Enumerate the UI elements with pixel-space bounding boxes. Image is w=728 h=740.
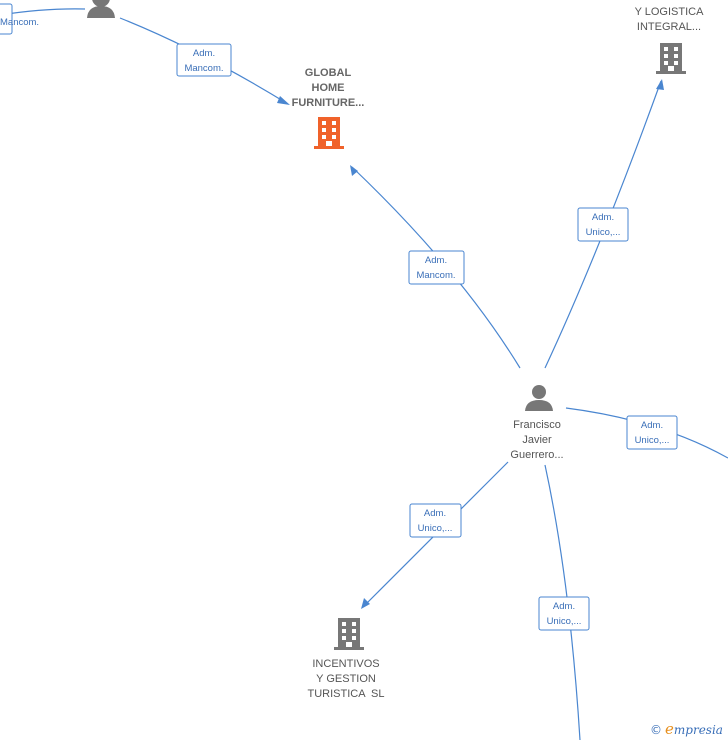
svg-text:Unico,...: Unico,...	[418, 523, 453, 534]
edge-label-e0[interactable]: Mancom.	[0, 3, 39, 35]
svg-text:Unico,...: Unico,...	[547, 616, 582, 627]
svg-text:Adm.: Adm.	[424, 508, 446, 519]
svg-text:Francisco: Francisco	[513, 419, 561, 431]
svg-text:INCENTIVOS: INCENTIVOS	[312, 658, 379, 670]
svg-text:Javier: Javier	[522, 434, 552, 446]
svg-text:Mancom.: Mancom.	[416, 270, 455, 281]
svg-text:Y LOGISTICA: Y LOGISTICA	[635, 6, 705, 18]
arrowhead-incentivos	[361, 598, 370, 609]
svg-text:Adm.: Adm.	[592, 212, 614, 223]
edge-label-e2[interactable]: Adm. Mancom.	[408, 250, 465, 285]
svg-text:Unico,...: Unico,...	[586, 227, 621, 238]
svg-text:Adm.: Adm.	[193, 48, 215, 59]
edge-label-e3[interactable]: Adm. Unico,...	[577, 207, 629, 242]
edge-top-arc	[0, 8, 86, 16]
svg-text:TURISTICA SL: TURISTICA SL	[307, 688, 384, 700]
svg-text:Adm.: Adm.	[553, 601, 575, 612]
company-node-top-right[interactable]: CTRATEGICA Y LOGISTICA INTEGRAL...	[635, 0, 706, 74]
svg-text:HOME: HOME	[312, 82, 345, 94]
svg-text:Mancom.: Mancom.	[0, 17, 39, 28]
edge-label-e6[interactable]: Adm. Unico,...	[538, 596, 590, 631]
edge-label-e4[interactable]: Adm. Unico,...	[626, 415, 678, 450]
building-icon	[656, 43, 686, 74]
svg-text:Unico,...: Unico,...	[635, 435, 670, 446]
person-icon[interactable]	[87, 0, 115, 18]
brand-logo: ©empresia	[650, 720, 723, 738]
copyright-icon: ©	[650, 723, 662, 737]
arrowhead-top-right	[656, 79, 664, 90]
arrowhead-global-home-left	[277, 96, 290, 105]
building-icon	[314, 117, 344, 149]
svg-text:INTEGRAL...: INTEGRAL...	[637, 21, 701, 33]
edge-label-e5[interactable]: Adm. Unico,...	[409, 503, 462, 538]
svg-text:Adm.: Adm.	[425, 255, 447, 266]
edge-francisco-to-bottom	[544, 464, 581, 740]
svg-text:Guerrero...: Guerrero...	[510, 449, 563, 461]
company-node-global-home[interactable]: GLOBAL HOME FURNITURE...	[292, 67, 365, 149]
company-node-incentivos[interactable]: INCENTIVOS Y GESTION TURISTICA SL	[307, 618, 385, 700]
svg-text:Mancom.: Mancom.	[184, 63, 223, 74]
brand-name: mpresia	[673, 723, 723, 737]
arrowhead-global-home-right	[350, 165, 358, 176]
edge-label-e1[interactable]: Adm. Mancom.	[176, 43, 232, 77]
svg-text:GLOBAL: GLOBAL	[305, 67, 352, 79]
svg-text:Y GESTION: Y GESTION	[316, 673, 376, 685]
brand-initial: e	[665, 720, 674, 738]
svg-text:Adm.: Adm.	[641, 420, 663, 431]
svg-text:FURNITURE...: FURNITURE...	[292, 97, 365, 109]
person-node-francisco[interactable]: Francisco Javier Guerrero...	[510, 385, 564, 461]
building-icon	[334, 618, 364, 650]
person-icon	[525, 385, 553, 411]
